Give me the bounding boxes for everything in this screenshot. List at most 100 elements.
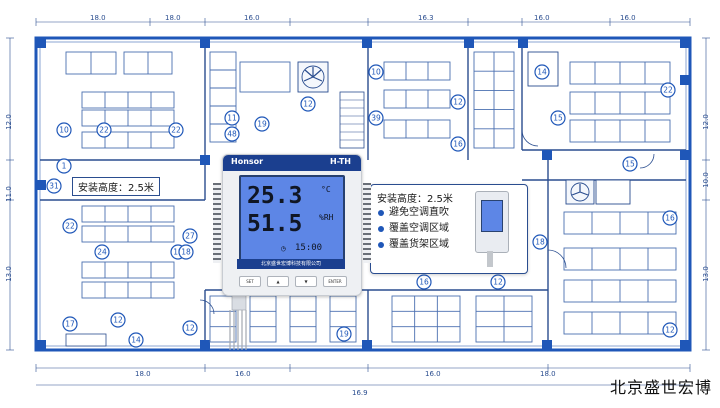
sensor-id: 16 <box>419 278 429 287</box>
sensor-id: 12 <box>453 98 463 107</box>
sensor-marker: 1 <box>56 158 72 174</box>
sensor-marker-circle <box>450 94 466 110</box>
wall-column <box>542 340 552 350</box>
set-button[interactable]: SET <box>239 276 261 287</box>
sensor-marker-circle <box>56 122 72 138</box>
up-button[interactable]: ▲ <box>267 276 289 287</box>
sensor-marker-circle <box>490 274 506 290</box>
sensor-marker: 16 <box>450 136 466 152</box>
sensor-marker-circle <box>662 322 678 338</box>
sensor-marker: 11 <box>224 110 240 126</box>
sensor-marker: 16 <box>416 274 432 290</box>
humidity-reading: 51.5 <box>247 211 303 237</box>
sensor-thumbnail <box>475 191 509 253</box>
temperature-humidity-sensor-device: Honsor H-TH 25.3 °C 51.5 %RH 15:00 ◷ 北京盛… <box>213 154 371 296</box>
sensor-marker: 22 <box>660 82 676 98</box>
sensor-marker-circle <box>62 316 78 332</box>
sensor-id: 12 <box>665 326 675 335</box>
sensor-marker-circle <box>62 218 78 234</box>
sensor-thumbnail-screen <box>481 200 503 232</box>
rack <box>239 61 291 93</box>
sensor-id: 12 <box>493 278 503 287</box>
probe-icon <box>229 310 247 350</box>
install-height-note-center: 安装高度：2.5米 <box>377 194 453 205</box>
sensor-id: 19 <box>257 120 267 129</box>
sensor-id: 18 <box>181 248 191 257</box>
sensor-marker-circle <box>450 136 466 152</box>
sensor-id: 16 <box>665 214 675 223</box>
sensor-id: 15 <box>553 114 563 123</box>
sensor-id: 10 <box>59 126 69 135</box>
dim-right-1: 12.0 <box>701 114 710 130</box>
sensor-id: 16 <box>453 140 463 149</box>
temperature-reading: 25.3 <box>247 183 303 209</box>
wall-column <box>464 38 474 48</box>
humidity-unit: %RH <box>319 213 334 222</box>
sensor-id: 22 <box>171 126 181 135</box>
sensor-marker: 10 <box>368 64 384 80</box>
sensor-marker-circle <box>662 210 678 226</box>
sensor-id: 14 <box>537 68 547 77</box>
sensor-id: 22 <box>663 86 673 95</box>
sensor-marker: 12 <box>300 96 316 112</box>
wall-column <box>362 38 372 48</box>
ac-unit-icon <box>565 179 595 205</box>
brand-watermark: 北京盛世宏博 <box>609 378 712 397</box>
wall-column <box>36 340 46 350</box>
sensor-marker-circle <box>300 96 316 112</box>
dimension-lines <box>9 21 707 386</box>
sensor-marker-circle <box>128 332 144 348</box>
sensor-marker: 19 <box>254 116 270 132</box>
sensor-marker: 15 <box>550 110 566 126</box>
sensor-marker-circle <box>550 110 566 126</box>
device-header <box>223 155 361 171</box>
sensor-marker-circle <box>182 320 198 336</box>
doors <box>199 129 655 315</box>
rack <box>383 119 451 139</box>
sensor-marker: 12 <box>662 322 678 338</box>
dim-top-3: 16.0 <box>244 14 260 22</box>
guideline-item: 覆盖货架区域 <box>377 237 449 253</box>
sensor-marker-circle <box>660 82 676 98</box>
down-button[interactable]: ▼ <box>295 276 317 287</box>
dim-right-3: 13.0 <box>701 266 710 282</box>
sensor-marker-circle <box>622 156 638 172</box>
dim-left-2: 11.0 <box>4 186 13 202</box>
wall-column <box>36 180 46 190</box>
wall-column <box>200 38 210 48</box>
device-company-label: 北京盛世宏博科技有限公司 <box>237 259 345 269</box>
sensor-id: 11 <box>227 114 237 123</box>
sensor-id: 39 <box>371 114 381 123</box>
sensor-id: 27 <box>185 232 195 241</box>
sensor-marker-circle <box>534 64 550 80</box>
wall-column <box>200 340 210 350</box>
sensor-marker-circle <box>224 126 240 142</box>
device-lcd-screen: 25.3 °C 51.5 %RH 15:00 ◷ <box>239 175 345 261</box>
sensor-id: 10 <box>371 68 381 77</box>
dimension-ticks <box>6 18 710 372</box>
enter-button[interactable]: ENTER <box>323 276 347 287</box>
dim-bottom-1: 18.0 <box>135 370 151 378</box>
sensor-marker: 22 <box>96 122 112 138</box>
wall-column <box>542 150 552 160</box>
sensor-marker-circle <box>336 326 352 342</box>
sensor-marker-circle <box>96 122 112 138</box>
dim-bottom-total: 16.9 <box>352 389 368 397</box>
sensor-marker-circle <box>254 116 270 132</box>
dim-bottom-4: 18.0 <box>540 370 556 378</box>
sensor-marker: 31 <box>46 178 62 194</box>
clock-reading: 15:00 <box>295 243 323 253</box>
equipment-box <box>595 179 631 205</box>
sensor-marker: 48 <box>224 126 240 142</box>
sensor-id: 12 <box>185 324 195 333</box>
wall-columns <box>36 38 690 350</box>
sensor-marker: 14 <box>128 332 144 348</box>
sensor-marker: 12 <box>110 312 126 328</box>
sensor-marker: 18 <box>178 244 194 260</box>
sensor-marker: 16 <box>662 210 678 226</box>
sensor-id: 22 <box>65 222 75 231</box>
device-model: H-TH <box>330 157 351 166</box>
wall-column <box>36 38 46 48</box>
